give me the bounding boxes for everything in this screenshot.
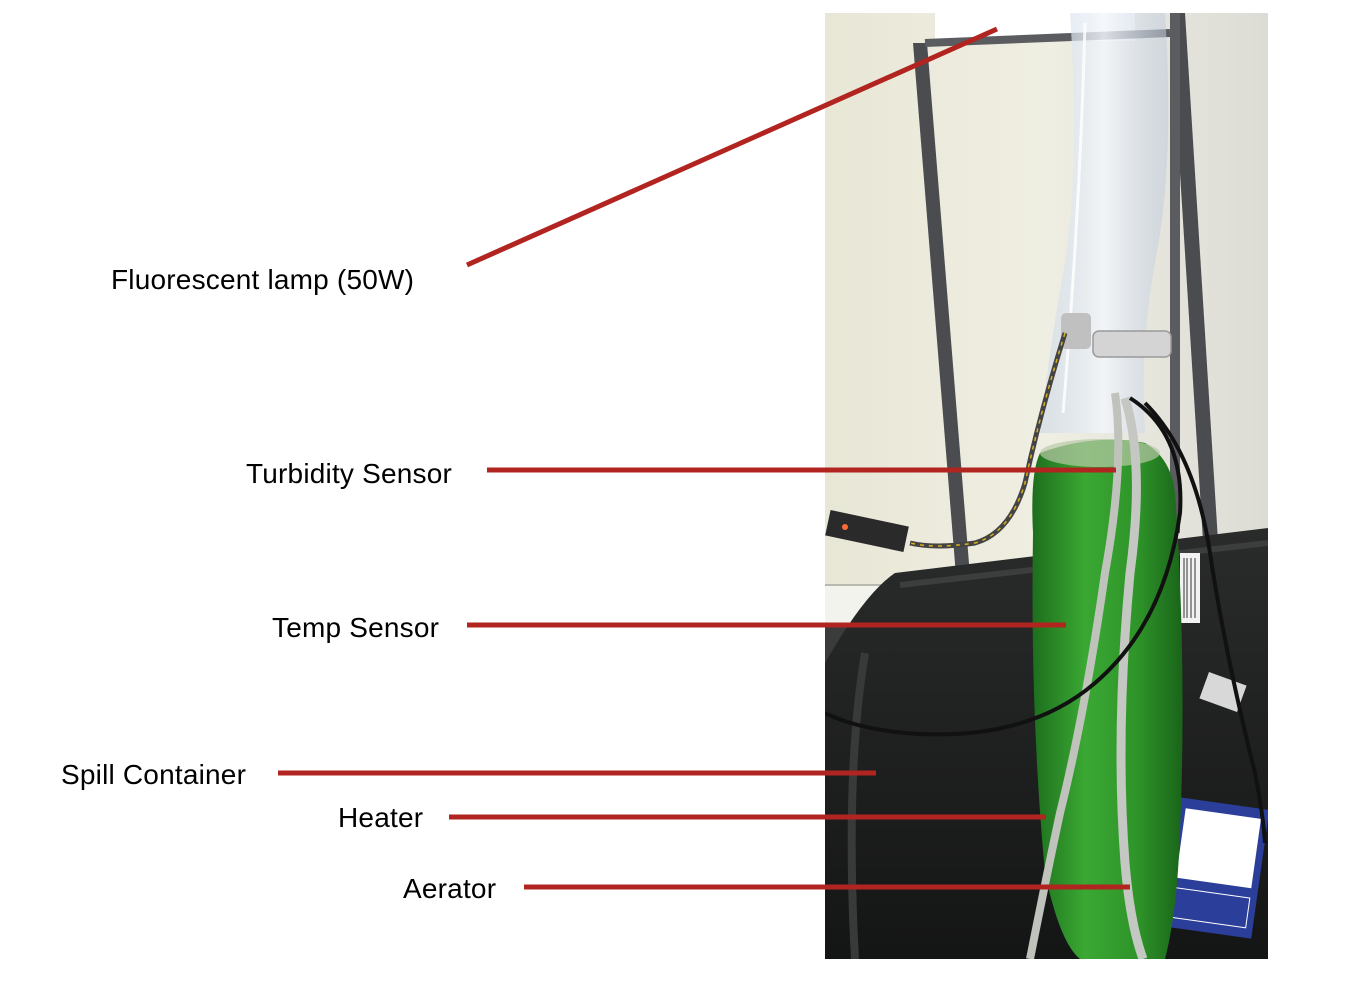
label-aerator: Aerator (403, 873, 497, 904)
label-spill-container: Spill Container (61, 759, 247, 790)
turbidity-sensor-board (825, 509, 909, 553)
label-fluorescent-lamp: Fluorescent lamp (50W) (111, 264, 415, 295)
rack-leg-right (1170, 13, 1220, 573)
heater-tube (1026, 392, 1123, 959)
algae-culture-column (1032, 439, 1183, 959)
aerator-tube (1116, 396, 1148, 959)
photobioreactor-photo (825, 13, 1268, 959)
black-cable-right (1143, 401, 1267, 844)
label-turbidity-sensor: Turbidity Sensor (246, 458, 453, 489)
utility-tub-label (1162, 797, 1268, 939)
label-heater: Heater (338, 802, 424, 833)
temp-sensor-cable (825, 396, 1183, 737)
label-temp-sensor: Temp Sensor (272, 612, 440, 643)
bag-clip (1092, 330, 1172, 358)
